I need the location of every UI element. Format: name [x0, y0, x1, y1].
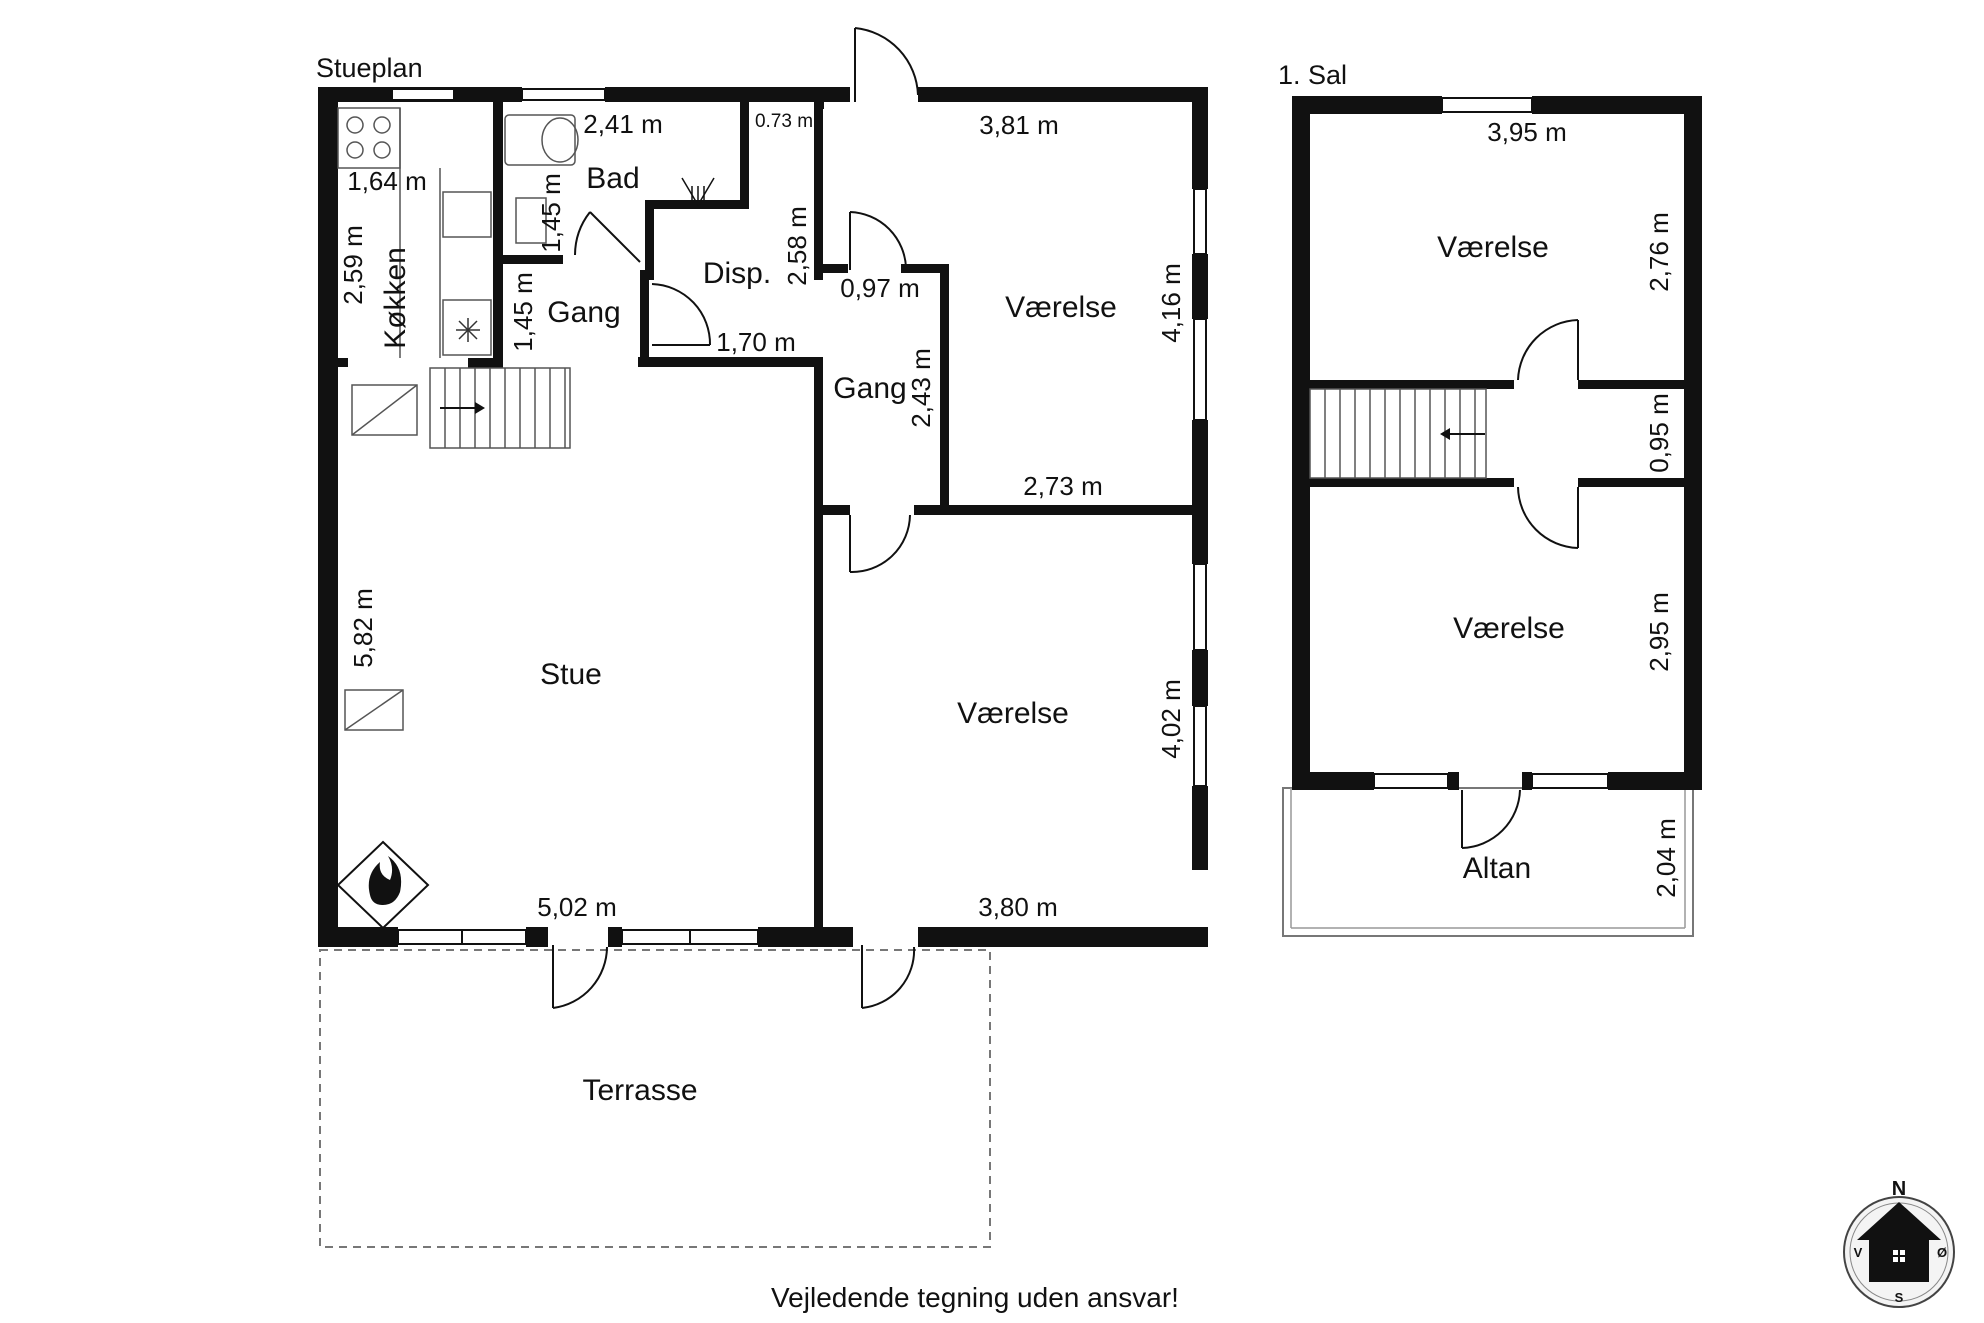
floor-labels: Stueplan 1. Sal [316, 53, 1347, 90]
room-label-upper-bedroom-2: Værelse [1453, 612, 1565, 645]
dim-pantry-height: 2,58 m [782, 206, 812, 286]
dim-bedroom1-height: 4,16 m [1156, 263, 1186, 343]
dim-bedroom2-height: 4,02 m [1156, 679, 1186, 759]
upper-stairs-arrow-icon [1440, 428, 1485, 440]
room-label-terrace: Terrasse [582, 1074, 697, 1107]
room-label-kitchen: Køkken [379, 247, 412, 349]
dim-hall-width: 1,70 m [716, 327, 796, 357]
dim-bath-width: 2,41 m [583, 109, 663, 139]
room-label-balcony: Altan [1463, 852, 1531, 885]
dim-bedroom2-width: 3,80 m [978, 892, 1058, 922]
compass-icon: N S V Ø [1843, 1178, 1955, 1308]
dim-living-height: 5,82 m [348, 588, 378, 668]
dim-balcony-height: 2,04 m [1651, 818, 1681, 898]
drain-icon [681, 177, 715, 206]
compass-south: S [1895, 1290, 1904, 1305]
living-hatch [344, 384, 418, 731]
ground-interior-walls [338, 100, 1194, 932]
room-labels: Køkken Bad Gang Disp. Gang Værelse Stue … [379, 162, 1565, 1107]
room-label-bath: Bad [586, 162, 639, 195]
fireplace-icon [336, 840, 430, 930]
dim-hall-height: 1,45 m [508, 272, 538, 352]
dim-small-width: 0.73 m [755, 111, 813, 132]
room-label-hall-2: Gang [833, 372, 906, 405]
upper-doors [1461, 319, 1579, 849]
dim-kitchen-length: 2,59 m [338, 225, 368, 305]
disclaimer-text: Vejledende tegning uden ansvar! [771, 1282, 1179, 1313]
room-label-bedroom-2: Værelse [957, 697, 1069, 730]
upper-floor-plan [1282, 96, 1702, 937]
dim-bedroom1-bottom: 2,73 m [1023, 471, 1103, 501]
upper-floor-title: 1. Sal [1278, 60, 1347, 90]
dim-hall2-height: 2,43 m [906, 348, 936, 428]
balcony-outline [1282, 787, 1694, 937]
bath-fixtures [504, 114, 579, 244]
terrace-outline [319, 949, 991, 1248]
freezer-icon [456, 318, 480, 342]
dim-upper-top-width: 3,95 m [1487, 117, 1567, 147]
dim-upper-bed1-height: 2,76 m [1644, 212, 1674, 292]
room-label-upper-bedroom-1: Værelse [1437, 231, 1549, 264]
ground-doors [552, 27, 919, 1009]
dim-upper-bed2-height: 2,95 m [1644, 592, 1674, 672]
ground-floor-plan [318, 27, 1208, 1248]
dim-bedroom1-top: 3,81 m [979, 110, 1059, 140]
room-label-living: Stue [540, 658, 602, 691]
kitchen-fixtures [337, 107, 492, 358]
dimension-labels: 2,41 m 0.73 m 3,81 m 1,64 m 2,59 m 1,45 … [338, 109, 1681, 922]
dim-bath-height: 1,45 m [536, 173, 566, 253]
upper-exterior-walls [1292, 96, 1702, 790]
room-label-pantry: Disp. [703, 257, 771, 290]
dim-living-width: 5,02 m [537, 892, 617, 922]
dim-kitchen-width: 1,64 m [347, 166, 427, 196]
room-label-bedroom-1: Værelse [1005, 291, 1117, 324]
dim-upper-hall-height: 0,95 m [1644, 393, 1674, 473]
stairs-arrow-icon [440, 402, 485, 414]
upper-windows [1373, 97, 1609, 789]
dim-hall2-width: 0,97 m [840, 273, 920, 303]
room-label-hall-1: Gang [547, 296, 620, 329]
ground-windows [391, 88, 1207, 945]
ground-exterior-walls [318, 87, 1208, 947]
compass-east: Ø [1937, 1245, 1947, 1260]
compass-west: V [1854, 1245, 1863, 1260]
compass-north: N [1892, 1178, 1906, 1200]
ground-floor-title: Stueplan [316, 53, 423, 83]
